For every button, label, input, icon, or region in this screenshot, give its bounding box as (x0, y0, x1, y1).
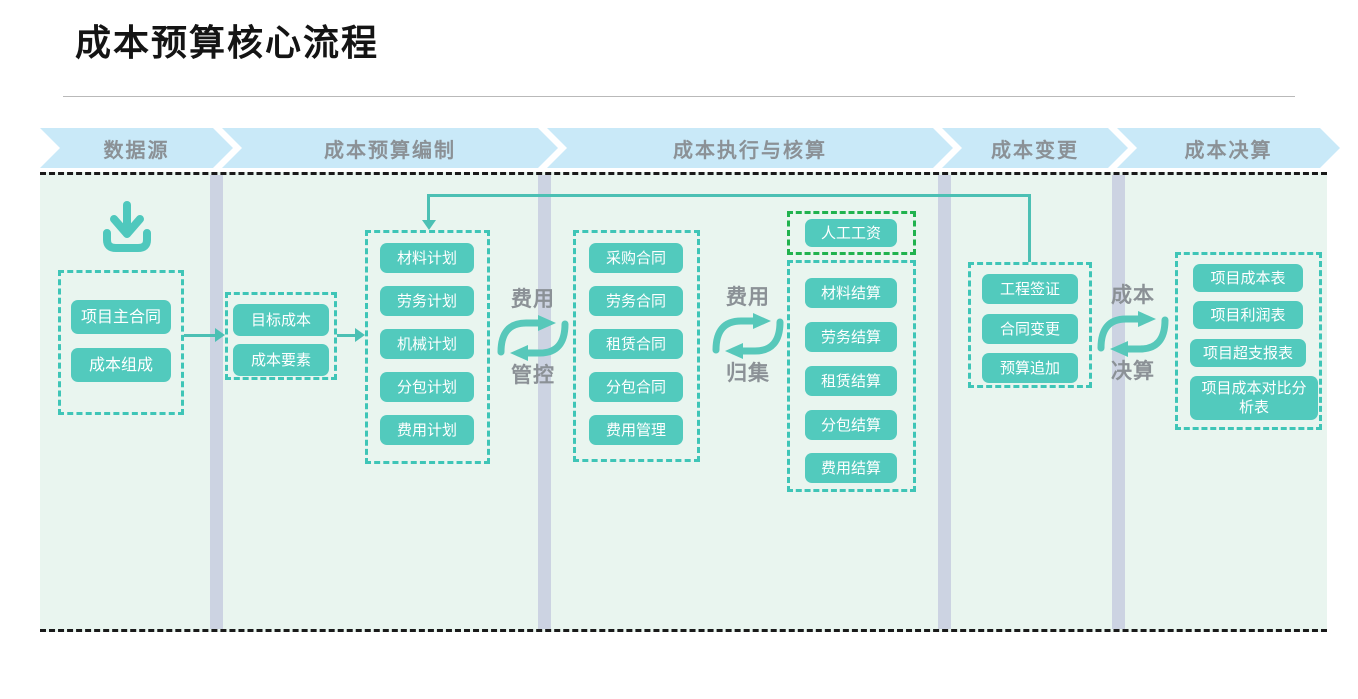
node-material-settlement: 材料结算 (805, 278, 897, 308)
flow-arrow-line (184, 334, 216, 337)
download-icon (103, 201, 151, 252)
node-engineering-visa: 工程签证 (982, 274, 1078, 304)
group-settlements (787, 260, 916, 492)
node-expense-settlement: 费用结算 (805, 453, 897, 483)
page-title: 成本预算核心流程 (75, 22, 380, 63)
node-expense-plan: 费用计划 (380, 415, 474, 445)
banner-final-accounting: 成本决算 (1117, 128, 1340, 168)
node-cost-composition: 成本组成 (71, 348, 171, 382)
arrow-right-icon (215, 328, 225, 342)
node-project-cost-report: 项目成本表 (1193, 264, 1303, 292)
group-changes (968, 262, 1092, 388)
node-labor-contract: 劳务合同 (589, 286, 683, 316)
arrow-right-icon (355, 328, 365, 342)
node-labor-settlement: 劳务结算 (805, 322, 897, 352)
banner-label: 数据源 (103, 139, 170, 162)
node-labor-wage: 人工工资 (805, 219, 897, 247)
feedback-line-left-vertical (427, 194, 430, 221)
group-budget-plans (365, 230, 490, 464)
banner-data-source: 数据源 (40, 128, 233, 168)
cycle-top-label: 费用 (726, 286, 770, 309)
node-procurement-contract: 采购合同 (589, 243, 683, 273)
banner-execution-accounting: 成本执行与核算 (547, 128, 953, 168)
node-machinery-plan: 机械计划 (380, 329, 474, 359)
node-project-profit-report: 项目利润表 (1193, 301, 1303, 329)
column-divider (538, 175, 551, 629)
group-source-docs (58, 270, 184, 415)
node-material-plan: 材料计划 (380, 243, 474, 273)
column-divider (210, 175, 223, 629)
banner-label: 成本决算 (1184, 139, 1273, 162)
node-subcontract-settlement: 分包结算 (805, 410, 897, 440)
cycle-bottom-label: 管控 (511, 364, 555, 387)
node-subcontract-contract: 分包合同 (589, 372, 683, 402)
banner-budget-preparation: 成本预算编制 (222, 128, 558, 168)
node-project-overrun-report: 项目超支报表 (1190, 339, 1306, 367)
feedback-line-horizontal (427, 194, 1031, 197)
banner-label: 成本执行与核算 (673, 139, 827, 162)
group-labor-wage (787, 211, 916, 255)
cycle-expense-control: 费用 管控 (492, 288, 574, 388)
node-labor-plan: 劳务计划 (380, 286, 474, 316)
cycle-arrows-icon (497, 315, 569, 361)
feedback-arrow-down-icon (422, 220, 436, 230)
column-divider (1112, 175, 1125, 629)
cycle-arrows-icon (712, 313, 784, 359)
node-project-cost-comparison-report: 项目成本对比分析表 (1190, 376, 1318, 420)
node-lease-contract: 租赁合同 (589, 329, 683, 359)
cycle-bottom-label: 归集 (726, 362, 770, 385)
title-divider (63, 96, 1295, 97)
banner-label: 成本预算编制 (324, 139, 456, 162)
node-target-cost: 目标成本 (233, 304, 329, 336)
banner-label: 成本变更 (991, 139, 1079, 162)
cycle-expense-collection: 费用 归集 (707, 286, 789, 386)
cycle-cost-settlement: 成本 决算 (1092, 284, 1174, 384)
node-project-main-contract: 项目主合同 (71, 300, 171, 334)
node-expense-management: 费用管理 (589, 415, 683, 445)
cycle-top-label: 成本 (1111, 284, 1155, 307)
group-contracts (573, 230, 700, 462)
feedback-line-right-vertical (1028, 194, 1031, 262)
node-cost-elements: 成本要素 (233, 344, 329, 376)
column-divider (938, 175, 951, 629)
flow-arrow-line (337, 334, 356, 337)
cycle-arrows-icon (1097, 311, 1169, 357)
cycle-bottom-label: 决算 (1111, 360, 1155, 383)
group-target-cost (225, 292, 337, 380)
group-reports (1175, 252, 1322, 430)
node-lease-settlement: 租赁结算 (805, 366, 897, 396)
node-subcontract-plan: 分包计划 (380, 372, 474, 402)
node-budget-addition: 预算追加 (982, 353, 1078, 383)
banner-cost-change: 成本变更 (942, 128, 1128, 168)
cycle-top-label: 费用 (511, 288, 555, 311)
node-contract-change: 合同变更 (982, 314, 1078, 344)
